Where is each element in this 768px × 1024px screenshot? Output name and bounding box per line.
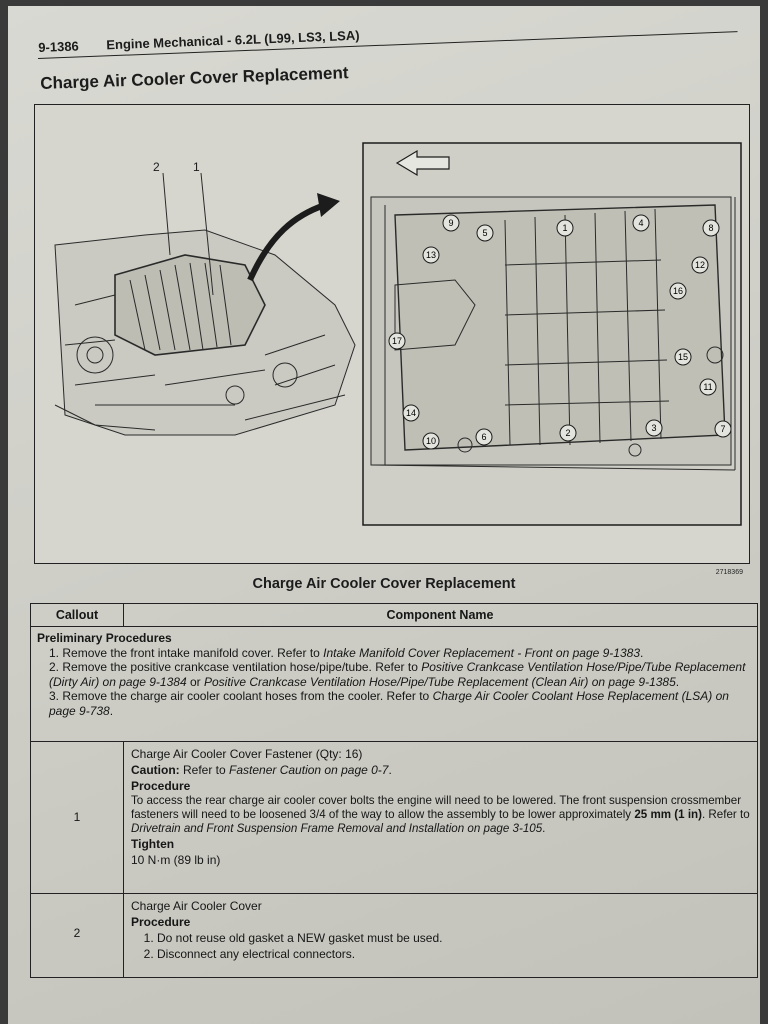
bolt-callout-17: 17 bbox=[388, 332, 406, 350]
svg-text:15: 15 bbox=[678, 352, 688, 362]
svg-text:2: 2 bbox=[565, 428, 570, 438]
direction-arrow-icon bbox=[395, 149, 450, 177]
section-title: Charge Air Cooler Cover Replacement bbox=[40, 63, 349, 93]
table-header: Callout Component Name bbox=[31, 604, 757, 627]
bolt-callout-1: 1 bbox=[556, 219, 574, 237]
svg-text:13: 13 bbox=[426, 250, 436, 260]
procedure-steps: Do not reuse old gasket a NEW gasket mus… bbox=[131, 930, 751, 962]
tighten-label: Tighten bbox=[131, 837, 175, 851]
callout-1-label: 1 bbox=[193, 160, 200, 174]
caution-line: Caution: Refer to Fastener Caution on pa… bbox=[131, 763, 392, 777]
charge-air-cooler-cover-drawing bbox=[370, 196, 736, 471]
callout-2-label: 2 bbox=[153, 160, 160, 174]
prelim-item-3: 3. Remove the charge air cooler coolant … bbox=[49, 689, 729, 718]
bolt-callout-4: 4 bbox=[632, 214, 650, 232]
bolt-callout-6: 6 bbox=[475, 428, 493, 446]
svg-text:16: 16 bbox=[673, 286, 683, 296]
page-number: 9-1386 bbox=[38, 38, 80, 55]
row-callout: 2 bbox=[31, 894, 124, 978]
table-row: 1 Charge Air Cooler Cover Fastener (Qty:… bbox=[31, 741, 757, 894]
svg-text:5: 5 bbox=[482, 228, 487, 238]
svg-text:10: 10 bbox=[426, 436, 436, 446]
figure-id: 2718369 bbox=[715, 569, 743, 576]
row-callout: 1 bbox=[31, 742, 124, 894]
row-content: Charge Air Cooler Cover Fastener (Qty: 1… bbox=[131, 746, 751, 868]
svg-text:12: 12 bbox=[695, 260, 705, 270]
bolt-callout-7: 7 bbox=[714, 420, 732, 438]
bolt-callout-12: 12 bbox=[691, 256, 709, 274]
procedure-text: To access the rear charge air cooler cov… bbox=[131, 794, 750, 835]
row-content: Charge Air Cooler Cover Procedure Do not… bbox=[131, 898, 751, 962]
prelim-item-1: 1. Remove the front intake manifold cove… bbox=[49, 645, 644, 660]
svg-text:6: 6 bbox=[481, 432, 486, 442]
tighten-value: 10 N·m (89 lb in) bbox=[131, 853, 221, 867]
procedure-step: Do not reuse old gasket a NEW gasket mus… bbox=[157, 930, 751, 946]
svg-text:11: 11 bbox=[703, 382, 712, 392]
procedure-label: Procedure bbox=[131, 779, 191, 793]
table-row: 2 Charge Air Cooler Cover Procedure Do n… bbox=[31, 893, 757, 978]
bolt-callout-11: 11 bbox=[699, 378, 717, 396]
svg-text:14: 14 bbox=[406, 408, 416, 418]
svg-text:8: 8 bbox=[708, 223, 713, 233]
component-name: Charge Air Cooler Cover Fastener (Qty: 1… bbox=[131, 747, 363, 761]
curved-arrow-icon bbox=[247, 193, 340, 282]
manual-page: 9-1386 Engine Mechanical - 6.2L (L99, LS… bbox=[8, 6, 760, 1024]
engine-illustration: 2 1 1 2 bbox=[54, 142, 742, 526]
header-component-name: Component Name bbox=[386, 608, 494, 622]
engine-overview-drawing bbox=[54, 172, 356, 436]
svg-text:9: 9 bbox=[448, 218, 453, 228]
bolt-callout-15: 15 bbox=[674, 348, 692, 366]
bolt-callouts: 1 2 3 4 5 6 7 8 9 10 11 12 13 14 15 16 1… bbox=[388, 214, 732, 450]
svg-text:1: 1 bbox=[562, 223, 567, 233]
bolt-callout-3: 3 bbox=[645, 419, 663, 437]
bolt-callout-13: 13 bbox=[422, 246, 440, 264]
preliminary-heading: Preliminary Procedures bbox=[37, 631, 172, 645]
manual-section: Engine Mechanical - 6.2L (L99, LS3, LSA) bbox=[106, 27, 360, 53]
svg-text:3: 3 bbox=[651, 423, 656, 433]
bolt-callout-8: 8 bbox=[702, 219, 720, 237]
procedure-step: Disconnect any electrical connectors. bbox=[157, 946, 751, 962]
bolt-callout-16: 16 bbox=[669, 282, 687, 300]
component-name: Charge Air Cooler Cover bbox=[131, 899, 262, 913]
bolt-callout-9: 9 bbox=[442, 214, 460, 232]
bolt-callout-5: 5 bbox=[476, 224, 494, 242]
procedure-label: Procedure bbox=[131, 915, 191, 929]
component-table: Callout Component Name Preliminary Proce… bbox=[30, 603, 758, 978]
prelim-item-2: 2. Remove the positive crankcase ventila… bbox=[49, 660, 746, 689]
svg-text:4: 4 bbox=[638, 218, 643, 228]
bolt-callout-10: 10 bbox=[422, 432, 440, 450]
svg-text:7: 7 bbox=[720, 424, 725, 434]
bolt-callout-2: 2 bbox=[559, 424, 577, 442]
figure: 2 1 1 2 bbox=[34, 104, 750, 576]
header-callout: Callout bbox=[31, 604, 124, 626]
svg-text:17: 17 bbox=[392, 336, 402, 346]
preliminary-procedures: Preliminary Procedures 1. Remove the fro… bbox=[37, 631, 751, 718]
bolt-callout-14: 14 bbox=[402, 404, 420, 422]
table-title: Charge Air Cooler Cover Replacement bbox=[252, 576, 516, 592]
